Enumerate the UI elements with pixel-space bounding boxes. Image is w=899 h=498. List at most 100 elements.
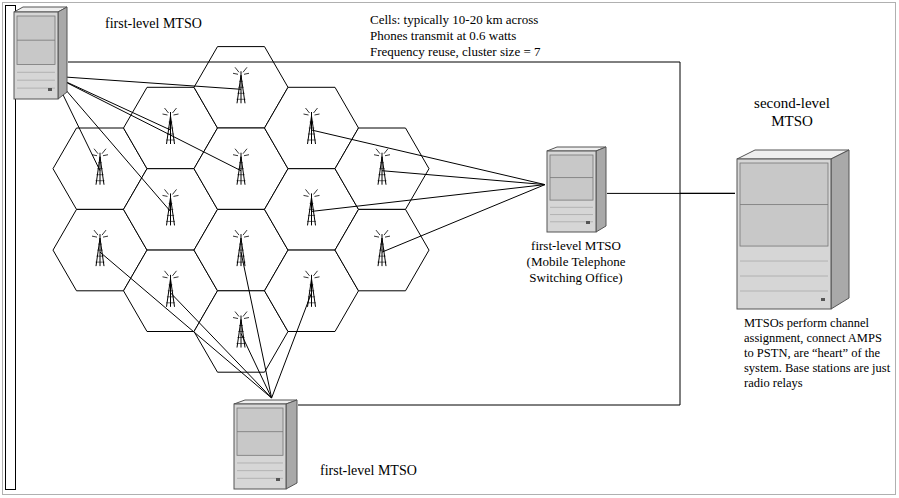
tower-rung [169, 122, 173, 123]
tower-rung [237, 174, 244, 175]
description-note: MTSOs perform channel assignment, connec… [744, 316, 892, 391]
tower-rung [168, 290, 173, 291]
tower-icon [304, 189, 320, 225]
tower-rays [92, 230, 108, 237]
cabinet-panel [237, 408, 283, 455]
cabinet-side [596, 147, 606, 232]
leader-line [171, 293, 272, 398]
tower-rung [167, 296, 174, 297]
leader-line [312, 130, 546, 185]
cabinet-led [821, 298, 825, 301]
leader-line [54, 76, 241, 170]
tower-rung [379, 250, 384, 251]
tower-rung [380, 244, 384, 245]
tower-rays [374, 230, 390, 237]
tower-rung [96, 262, 105, 263]
tower-rays [233, 67, 249, 74]
tower-rays [92, 149, 108, 156]
cabinet-vent [17, 72, 55, 73]
cabinet-divider [550, 177, 593, 178]
tower-rung [309, 209, 314, 210]
tower-rung [237, 262, 246, 263]
tower-rung [378, 174, 385, 175]
cabinet-panel [740, 163, 828, 246]
mtso-cabinet: first-level MTSO [12, 5, 68, 100]
tower-rung [98, 244, 102, 245]
tower-rung [166, 140, 175, 141]
tower-rays [163, 189, 179, 196]
tower-rung [378, 180, 387, 181]
tower-rung [97, 168, 102, 169]
tower-icon [92, 149, 108, 185]
cabinet-led [48, 88, 52, 91]
tower-rung [307, 140, 316, 141]
tower-rung [308, 296, 315, 297]
mtso-cabinet: first-level MTSO [232, 398, 298, 490]
cabinet-front [14, 12, 58, 99]
tower-rung [96, 174, 103, 175]
tower-rung [237, 180, 246, 181]
leader-lines [54, 76, 545, 398]
tower-rung [98, 162, 102, 163]
tower-icon [304, 108, 320, 144]
cabinet-top [737, 150, 849, 159]
leader-line [54, 76, 171, 130]
tower-rung [307, 221, 316, 222]
cabinet-divider [17, 40, 55, 41]
tower-rung [237, 343, 246, 344]
tower-rung [169, 284, 173, 285]
cell-hexagon [335, 209, 429, 290]
tower-rays [304, 189, 320, 196]
cabinet-side [58, 7, 67, 99]
leader-line [241, 334, 272, 398]
frame [3, 3, 896, 495]
tower-rung [166, 302, 175, 303]
leader-line [54, 76, 241, 89]
tower-rung [309, 128, 314, 129]
tower-rays [304, 108, 320, 115]
cabinet-icon [735, 148, 850, 310]
cabinet-vent [550, 207, 593, 208]
tower-rung [309, 290, 314, 291]
tower-rung [238, 87, 243, 88]
tower-rung [169, 203, 173, 204]
tower-rays [233, 312, 249, 319]
node-label: first-level MTSO (Mobile Telephone Switc… [513, 238, 639, 286]
leader-line [241, 252, 272, 398]
cabinet-front [547, 151, 596, 232]
cabinet-vent [740, 276, 828, 277]
leader-line [312, 185, 546, 212]
node-label: second-level MTSO [742, 94, 842, 130]
cell-hexagon [335, 128, 429, 209]
cabinet-panel [550, 155, 593, 200]
cabinet-side [286, 400, 297, 489]
mtso-cabinet: first-level MTSO (Mobile Telephone Switc… [545, 145, 607, 233]
cabinet-icon [232, 398, 298, 490]
tower-rung [237, 99, 246, 100]
tower-icon [233, 67, 249, 103]
tower-rung [238, 250, 243, 251]
tower-icon [304, 271, 320, 307]
tower-rung [310, 203, 314, 204]
cabinet-divider [740, 204, 828, 205]
cell-grid [53, 47, 429, 373]
tower-rung [238, 331, 243, 332]
tower-rung [239, 244, 243, 245]
cabinet-side [831, 150, 849, 309]
tower-rung [239, 325, 243, 326]
leader-line [272, 293, 312, 398]
cabinet-led [276, 478, 280, 481]
tower-icon [374, 149, 390, 185]
cabinet-icon [12, 5, 68, 100]
node-label: first-level MTSO [320, 462, 470, 479]
cabinet-vent [237, 470, 283, 471]
tower-rung [166, 221, 175, 222]
tower-rung [237, 93, 244, 94]
tower-icon [374, 230, 390, 266]
tower-icon [163, 271, 179, 307]
tower-rung [239, 162, 243, 163]
tower-rung [96, 180, 105, 181]
tower-rung [238, 168, 243, 169]
tower-rays [374, 149, 390, 156]
node-label: first-level MTSO [105, 15, 255, 32]
